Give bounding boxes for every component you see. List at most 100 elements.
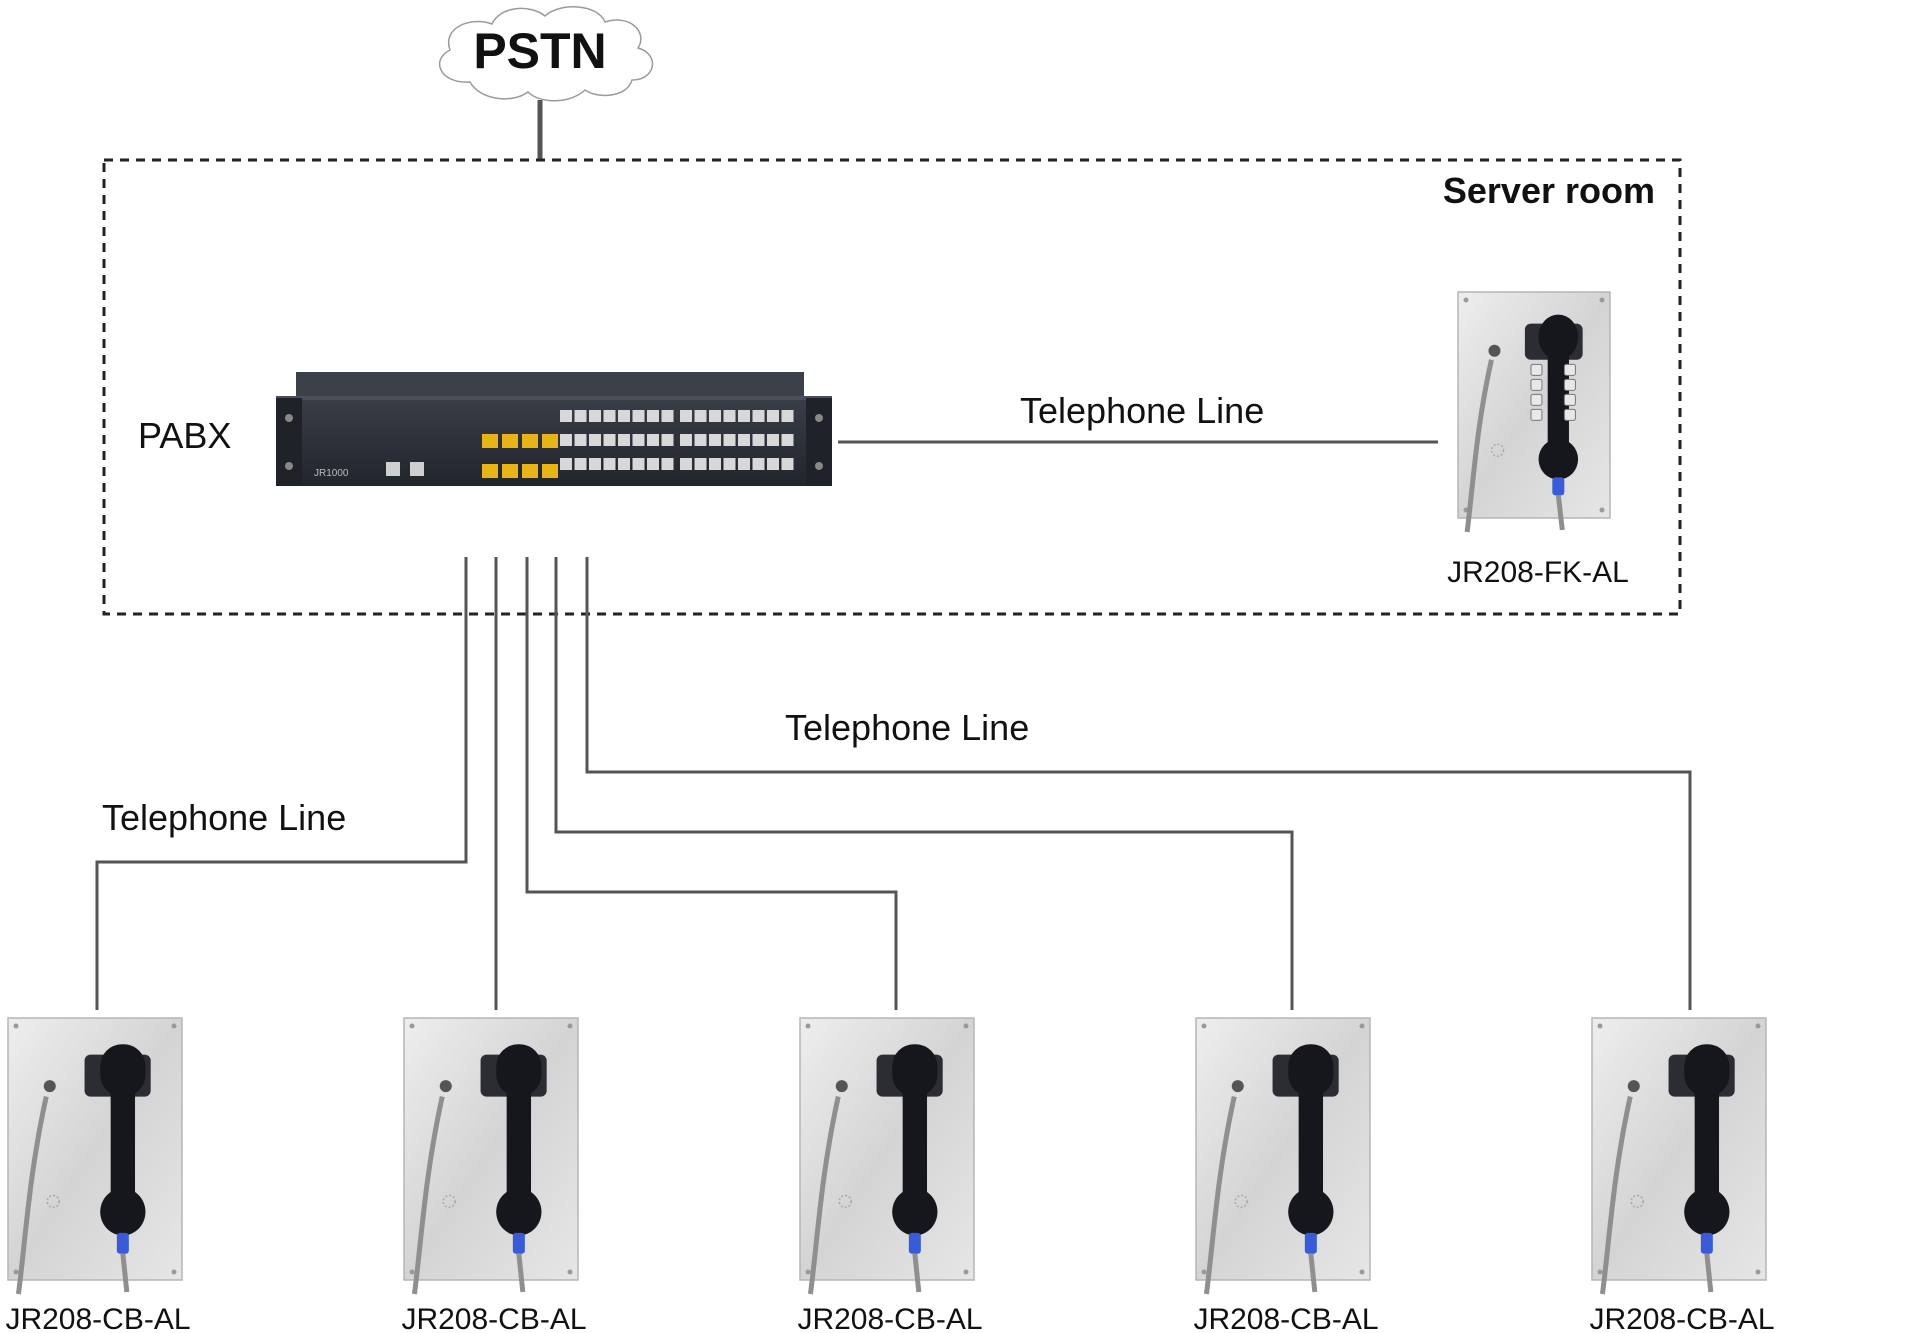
handset-icon: [1298, 1075, 1324, 1207]
extension-port: [781, 410, 794, 422]
extension-port: [661, 458, 674, 470]
extension-port: [647, 458, 659, 470]
extension-port: [767, 434, 779, 446]
screw-icon: [805, 1023, 811, 1029]
screw-icon: [1599, 297, 1605, 303]
screw-icon: [1463, 297, 1469, 303]
extension-port: [618, 410, 630, 422]
speaker-icon: [442, 1194, 456, 1209]
extension-port: [647, 410, 659, 422]
screw-icon: [963, 1023, 969, 1029]
telephone-unit: [403, 1017, 579, 1295]
cord-boot-icon: [1700, 1232, 1713, 1254]
keypad-button: [1563, 408, 1576, 421]
handset-mouthpiece-icon: [1684, 1188, 1730, 1236]
speaker-icon: [1630, 1194, 1644, 1209]
telephone-unit: [7, 1017, 183, 1295]
extension-port: [680, 410, 692, 422]
handset-mouthpiece-icon: [1538, 438, 1579, 480]
extension-port: [738, 434, 750, 446]
extension-port: [694, 458, 707, 470]
keypad-button: [1530, 408, 1543, 421]
speaker-icon: [838, 1194, 852, 1209]
handset-cord-icon: [1308, 1253, 1318, 1293]
trunk-port: [482, 434, 498, 448]
pabx-label: PABX: [138, 415, 231, 456]
extension-port: [709, 434, 721, 446]
handset-icon: [110, 1075, 136, 1207]
cord-grommet-icon: [1488, 344, 1501, 357]
screw-icon: [1597, 1023, 1603, 1029]
room-phone: [1457, 291, 1611, 533]
field-phone-model: JR208-CB-AL: [797, 1303, 982, 1333]
field-phone-model: JR208-CB-AL: [1193, 1303, 1378, 1333]
handset-icon: [1694, 1075, 1720, 1207]
armored-cord-icon: [1203, 1096, 1237, 1295]
right-branch-label: Telephone Line: [785, 707, 1029, 748]
field-phones: [7, 1017, 1767, 1295]
extension-port: [694, 410, 707, 422]
extension-port: [589, 434, 601, 446]
extension-port: [752, 434, 765, 446]
extension-port: [723, 434, 736, 446]
armored-cord-icon: [1464, 359, 1494, 533]
handset-icon: [1547, 341, 1569, 455]
telephone-unit: [799, 1017, 975, 1295]
extension-port: [767, 410, 779, 422]
screw-icon: [1599, 507, 1605, 513]
room-phone-model: JR208-FK-AL: [1447, 556, 1629, 589]
server-room-boundary: [102, 158, 1682, 616]
extension-port: [603, 434, 616, 446]
cord-boot-icon: [908, 1232, 921, 1254]
keypad-button: [1530, 363, 1543, 376]
screw-icon: [171, 1023, 177, 1029]
speaker-icon: [46, 1194, 60, 1209]
extension-port: [680, 434, 692, 446]
extension-port: [589, 410, 601, 422]
extension-port: [589, 458, 601, 470]
extension-port: [752, 410, 765, 422]
handset-icon: [506, 1075, 532, 1207]
screw-icon: [1201, 1269, 1207, 1275]
field-phone-model: JR208-CB-AL: [401, 1303, 586, 1333]
screw-icon: [963, 1269, 969, 1275]
screw-icon: [171, 1269, 177, 1275]
extension-port: [738, 458, 750, 470]
extension-port: [723, 458, 736, 470]
field-phone-model: JR208-CB-AL: [5, 1303, 190, 1333]
cord-boot-icon: [1552, 477, 1565, 496]
telephone-line: [554, 557, 1294, 1010]
extension-port: [661, 410, 674, 422]
telephone-line: [95, 557, 468, 1010]
handset-mouthpiece-icon: [100, 1188, 146, 1236]
extension-port: [781, 434, 794, 446]
cord-boot-icon: [512, 1232, 525, 1254]
extension-port: [632, 458, 645, 470]
field-phone-labels: JR208-CB-AL JR208-CB-AL JR208-CB-AL JR208-C…: [5, 1303, 1774, 1333]
extension-port: [709, 458, 721, 470]
telephone-unit: [1591, 1017, 1767, 1295]
extension-port: [632, 434, 645, 446]
keypad-button: [1530, 378, 1543, 391]
extension-port: [603, 458, 616, 470]
trunk-port: [502, 434, 518, 448]
screw-icon: [409, 1023, 415, 1029]
screw-icon: [409, 1269, 415, 1275]
speaker-icon: [1490, 443, 1505, 457]
handset-cord-icon: [516, 1253, 526, 1293]
cord-grommet-icon: [835, 1080, 848, 1093]
telephone-unit: [1457, 291, 1611, 533]
handset-cord-icon: [120, 1253, 130, 1293]
extension-port: [574, 410, 587, 422]
left-branch-label: Telephone Line: [102, 797, 346, 838]
cord-grommet-icon: [43, 1080, 56, 1093]
telephone-line: [585, 557, 1692, 1010]
screw-icon: [1201, 1023, 1207, 1029]
trunk-port: [542, 434, 558, 448]
extension-port: [767, 458, 779, 470]
cord-boot-icon: [1304, 1232, 1317, 1254]
extension-port: [618, 458, 630, 470]
keypad-button: [1563, 393, 1576, 406]
extension-port: [781, 458, 794, 470]
